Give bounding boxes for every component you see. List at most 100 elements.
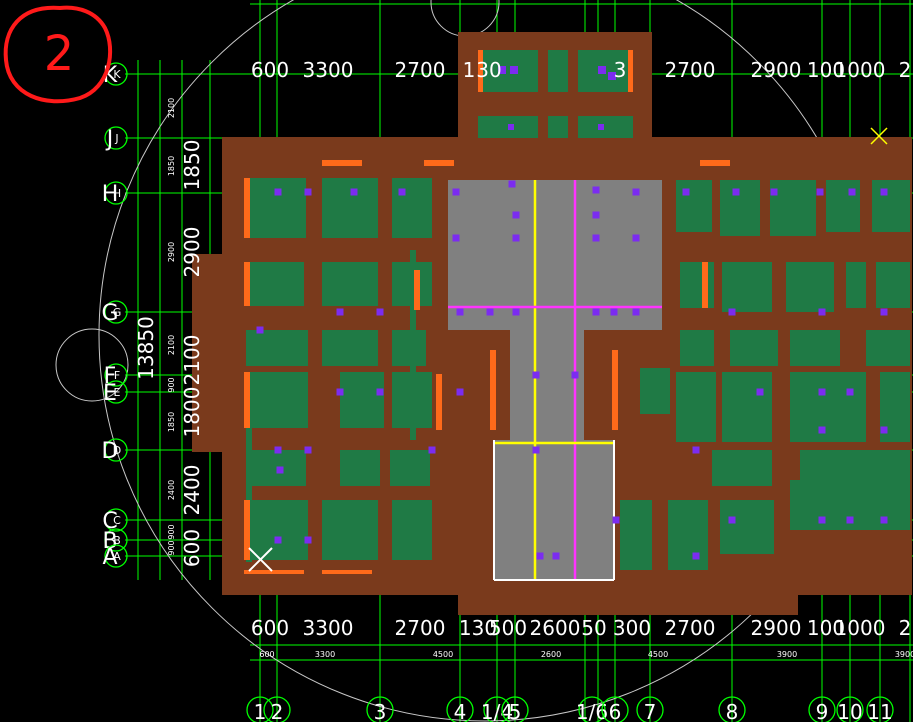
row-axis-sub-label: D	[113, 444, 121, 457]
row-axis-a[interactable]: AA	[102, 544, 128, 570]
col-axis-9[interactable]: 9	[808, 696, 836, 722]
row-axis-d[interactable]: DD	[102, 438, 128, 464]
top-dimension-label: 3	[614, 58, 627, 82]
column-marker	[728, 516, 736, 524]
slab-edge	[612, 350, 618, 430]
slab-panel	[668, 500, 708, 570]
slab-panel	[246, 178, 306, 238]
row-axis-c[interactable]: CC	[102, 508, 128, 534]
row-axis-label: C	[102, 509, 117, 534]
col-axis-10[interactable]: 10	[836, 696, 864, 722]
slab-panel	[246, 500, 308, 560]
slab-panel	[680, 262, 714, 308]
column-marker	[592, 186, 600, 194]
col-axis-label: 7	[644, 700, 657, 722]
left-overall-dimension: 13850	[134, 316, 158, 380]
slab-panel	[866, 330, 910, 366]
column-marker	[818, 388, 826, 396]
row-axis-b[interactable]: BB	[102, 528, 128, 554]
col-axis-5[interactable]: 5	[501, 696, 529, 722]
column-marker	[818, 426, 826, 434]
column-marker	[376, 308, 384, 316]
col-axis-label: 1/4	[481, 700, 513, 722]
slab-edge	[322, 160, 362, 166]
col-axis-2[interactable]: 2	[263, 696, 291, 722]
column-marker	[732, 188, 740, 196]
slab-panel	[876, 262, 910, 308]
left-dimension-label: 1800	[180, 387, 204, 438]
top-tower-slabs	[478, 50, 633, 138]
bottom-sub-dimension-label: 3300	[315, 650, 335, 659]
column-marker	[274, 188, 282, 196]
col-axis-8[interactable]: 8	[718, 696, 746, 722]
col-axis-label: 3	[374, 700, 387, 722]
col-axis-label: 5	[509, 700, 522, 722]
column-marker	[728, 308, 736, 316]
row-axis-f[interactable]: FF	[104, 363, 128, 389]
top-dimension-label: 30	[476, 58, 501, 82]
x-mark-left	[248, 547, 273, 572]
row-axis-sub-label: H	[113, 187, 121, 200]
slab-panel	[322, 500, 378, 560]
row-axis-label: A	[102, 545, 117, 570]
slab-edge	[414, 270, 420, 310]
column-marker	[880, 308, 888, 316]
slab-edge	[322, 570, 372, 574]
column-marker	[571, 371, 579, 379]
col-axis-1-6[interactable]: 1/6	[576, 696, 608, 722]
left-dimension-label: 600	[180, 529, 204, 567]
bottom-sub-dimension-label: 4500	[648, 650, 668, 659]
bottom-dimension-label: 2700	[395, 616, 446, 640]
column-marker	[336, 388, 344, 396]
col-axis-11[interactable]: 11	[866, 696, 894, 722]
row-axis-g[interactable]: GG	[101, 300, 128, 326]
slab-panel	[390, 450, 430, 486]
col-axis-1[interactable]: 1	[246, 696, 274, 722]
slab-edge	[424, 160, 454, 166]
col-axis-7[interactable]: 7	[636, 696, 664, 722]
slab-panels	[244, 160, 910, 574]
col-axis-3[interactable]: 3	[366, 696, 394, 722]
column-marker	[880, 426, 888, 434]
slab-panel	[340, 450, 380, 486]
column-marker	[592, 211, 600, 219]
col-axis-1-4[interactable]: 1/4	[481, 696, 513, 722]
slab-panel	[730, 330, 778, 366]
slab-edge	[702, 262, 708, 308]
left-dimension-label: 2900	[180, 227, 204, 278]
row-axis-h[interactable]: HH	[102, 181, 128, 207]
column-marker	[428, 446, 436, 454]
col-axis-4[interactable]: 4	[446, 696, 474, 722]
left-small-dimension-label: 900	[167, 524, 176, 539]
left-small-dimension-label: 2900	[167, 242, 176, 262]
column-marker	[818, 308, 826, 316]
slab-panel	[786, 262, 834, 312]
column-marker	[512, 211, 520, 219]
slab-panel	[392, 178, 432, 238]
bottom-dimension-label: 600	[251, 616, 289, 640]
column-marker	[274, 536, 282, 544]
column-marker	[456, 308, 464, 316]
col-axis-6[interactable]: 6	[601, 696, 629, 722]
row-axis-sub-label: B	[113, 534, 121, 547]
column-marker	[512, 308, 520, 316]
left-small-dimension-label: 2100	[167, 335, 176, 355]
slab-panel	[720, 500, 774, 554]
column-marker	[486, 308, 494, 316]
slab-panel	[392, 500, 432, 560]
slab-panel	[246, 372, 252, 562]
row-axis-e[interactable]: EE	[103, 380, 128, 406]
column-marker	[816, 188, 824, 196]
top-dimension-label: 2700	[665, 58, 716, 82]
column-marker	[536, 552, 544, 560]
top-dimension-label: 1	[463, 58, 476, 82]
slab-panel	[676, 180, 712, 232]
beam-mass-left	[192, 254, 232, 452]
column-marker	[552, 552, 560, 560]
left-small-dimension-label: 2400	[167, 480, 176, 500]
